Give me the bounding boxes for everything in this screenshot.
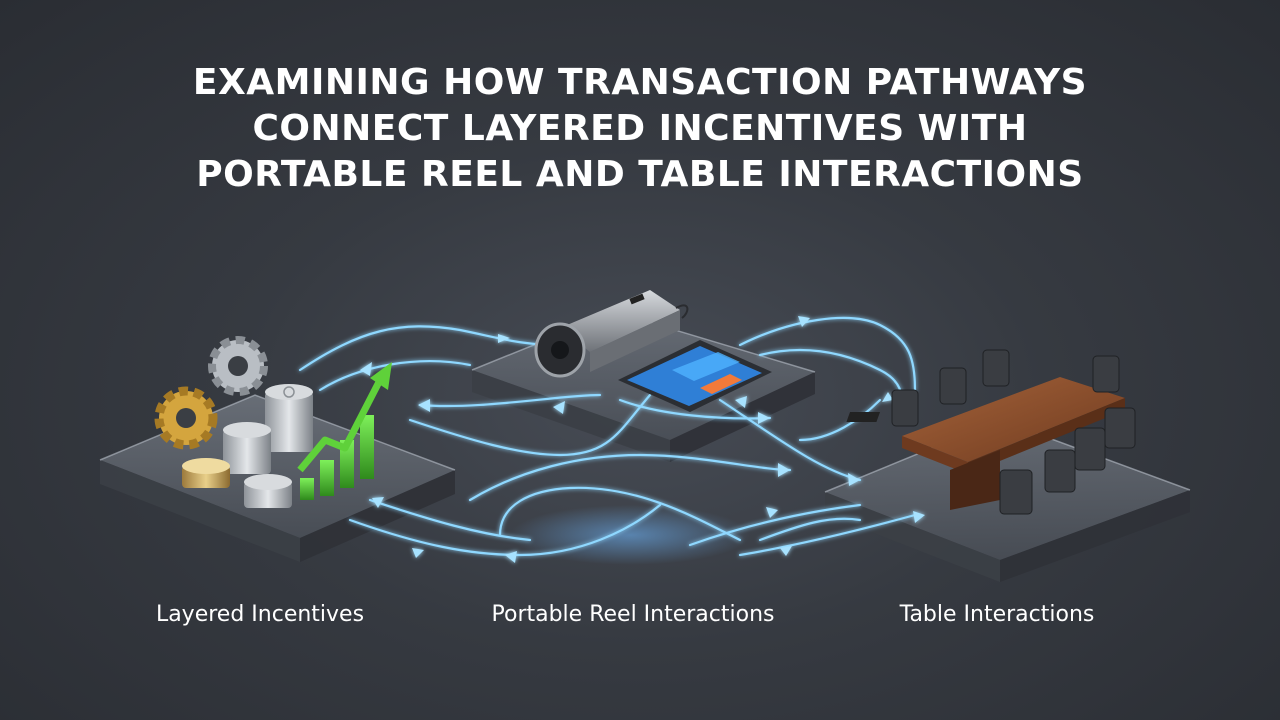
gear-icon	[154, 386, 218, 450]
pathway-line	[408, 393, 652, 457]
pathway-line	[298, 325, 562, 372]
growth-chart-icon	[297, 362, 392, 500]
pathway-line	[368, 498, 532, 542]
label-portable-reel-interactions: Portable Reel Interactions	[491, 602, 775, 627]
arrow-head	[360, 362, 372, 376]
arrow-head	[848, 473, 860, 486]
label-table-interactions: Table Interactions	[899, 602, 1095, 627]
transaction-pathways	[298, 316, 917, 557]
pathway-line	[738, 316, 917, 392]
coin-stack-icon	[223, 422, 271, 474]
pathway-line	[418, 393, 602, 408]
arrow-head	[505, 551, 517, 563]
arrow-head	[913, 511, 925, 523]
chair-icon	[982, 349, 1010, 387]
pathway-line	[718, 398, 862, 482]
arrow-head	[798, 316, 810, 327]
pathway-line	[758, 517, 862, 542]
arrow-head	[418, 399, 430, 412]
arrow-head	[882, 392, 893, 402]
pathway-line	[498, 486, 742, 542]
pathway-line	[798, 398, 882, 442]
coin-stack-icon	[244, 474, 292, 508]
chair-icon	[1092, 355, 1120, 393]
arrow-head	[412, 548, 424, 558]
pathway-line	[688, 503, 862, 547]
chair-icon	[999, 469, 1033, 515]
title-line-2: CONNECT LAYERED INCENTIVES WITH	[252, 108, 1028, 149]
coin-stack-icon	[265, 384, 313, 452]
conference-table-icon	[846, 377, 1125, 510]
arrow-head	[498, 334, 510, 343]
pathway-glow	[510, 505, 750, 565]
portable-reel-device-icon	[534, 290, 689, 378]
pathway-line	[468, 453, 792, 502]
title-line-3: PORTABLE REEL AND TABLE INTERACTIONS	[196, 154, 1084, 195]
chair-icon	[891, 389, 919, 427]
pathway-line	[318, 360, 472, 392]
chair-icon	[939, 367, 967, 405]
arrow-head	[735, 396, 747, 408]
chair-icon	[1044, 449, 1076, 493]
arrow-head	[778, 463, 790, 477]
label-layered-incentives: Layered Incentives	[155, 602, 365, 627]
title-line-1: EXAMINING HOW TRANSACTION PATHWAYS	[192, 62, 1088, 103]
arrow-head	[758, 412, 770, 424]
arrow-head	[766, 507, 778, 518]
chair-icon	[1104, 407, 1136, 449]
pathway-line	[618, 398, 772, 420]
gear-icon	[208, 336, 268, 396]
page-title: EXAMINING HOW TRANSACTION PATHWAYS CONNE…	[0, 60, 1280, 198]
arrow-head	[780, 546, 792, 556]
arrow-head	[372, 497, 384, 508]
pathway-arrows	[360, 316, 925, 563]
pathway-line	[738, 513, 917, 557]
coin-stack-icon	[182, 458, 230, 488]
tablet-icon	[618, 340, 772, 412]
growth-arrow-icon	[297, 378, 384, 473]
pathway-line	[348, 503, 662, 557]
arrow-head	[553, 401, 565, 414]
chairs	[891, 349, 1136, 515]
chair-icon	[1074, 427, 1106, 471]
